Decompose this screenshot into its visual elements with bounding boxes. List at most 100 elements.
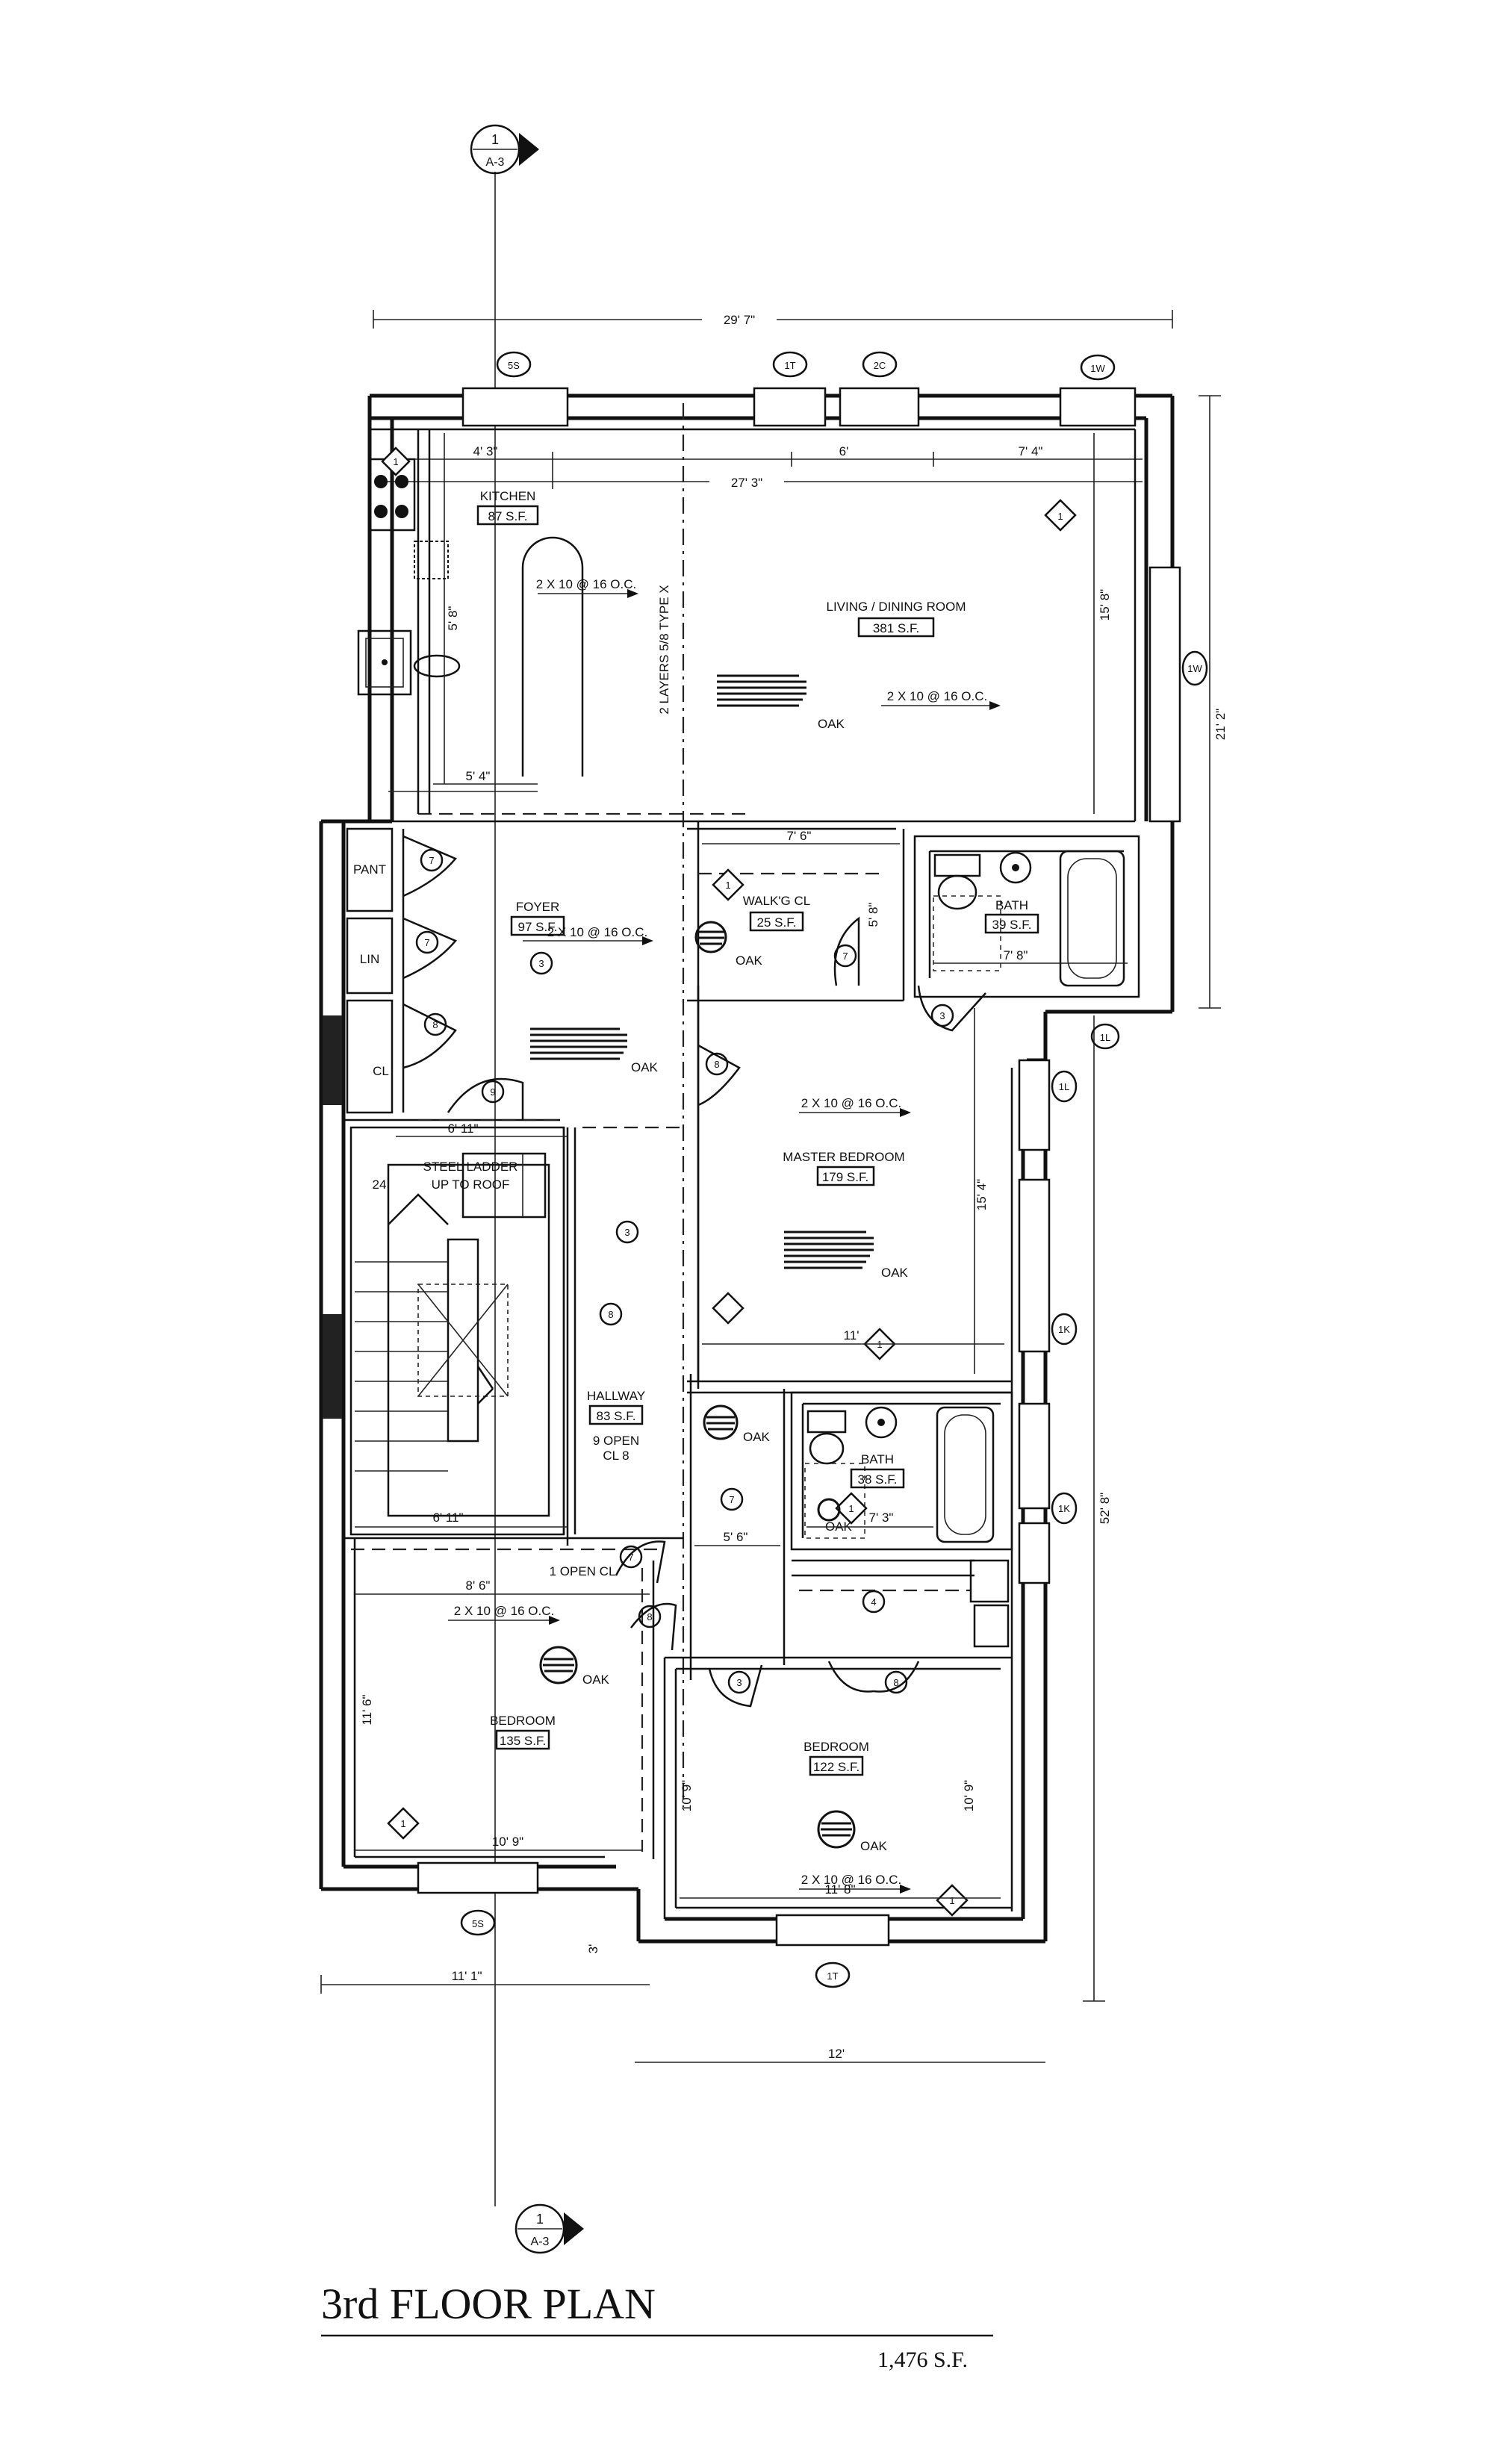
section-sheet-bottom: A-3 <box>531 2236 550 2248</box>
joist-note-bedroom2: 2 X 10 @ 16 O.C. <box>799 1873 911 1894</box>
svg-text:7' 3": 7' 3" <box>869 1511 894 1525</box>
svg-text:FOYER: FOYER <box>516 900 560 914</box>
room-label-kitchen[interactable]: KITCHEN 87 S.F. <box>476 489 539 526</box>
room-label-master-bedroom[interactable]: MASTER BEDROOM 179 S.F. OAK <box>783 1150 908 1280</box>
svg-text:1 OPEN CL: 1 OPEN CL <box>550 1564 616 1578</box>
svg-text:5S: 5S <box>508 360 520 371</box>
svg-text:1: 1 <box>848 1503 854 1514</box>
door-tag[interactable]: 8 <box>884 1670 908 1694</box>
svg-text:7: 7 <box>424 937 429 948</box>
oak-circle-closet <box>694 921 727 953</box>
svg-text:1K: 1K <box>1058 1503 1070 1514</box>
dim-bottom-left: 11' 1" <box>451 1969 482 1983</box>
section-marker-bottom[interactable]: 1 A-3 <box>515 2203 584 2254</box>
window-tag[interactable]: 2C <box>862 351 898 378</box>
diamond-tag[interactable]: 1 <box>936 1884 969 1917</box>
door-tag[interactable]: 7 <box>619 1545 643 1569</box>
diamond-tag[interactable]: 1 <box>835 1492 868 1525</box>
door-tag[interactable]: 3 <box>529 951 553 975</box>
diamond-tag[interactable]: 1 <box>1044 499 1077 532</box>
window-tag[interactable]: 1K <box>1051 1492 1078 1525</box>
window-tag[interactable]: 1T <box>772 351 808 378</box>
small-closet-labels: PANT LIN CL 1 OPEN CL <box>353 862 615 1578</box>
doors <box>402 835 986 1708</box>
window-tag[interactable]: 1K <box>1051 1313 1078 1345</box>
joist-note-living: 2 X 10 @ 16 O.C. <box>881 689 1001 710</box>
dim-right-upper: 21' 2" <box>1213 709 1228 740</box>
svg-text:1: 1 <box>725 880 730 891</box>
room-label-bedroom2[interactable]: BEDROOM 122 S.F. OAK <box>803 1740 887 1853</box>
room-label-foyer[interactable]: FOYER 97 S.F. OAK <box>510 900 659 1074</box>
svg-text:381 S.F.: 381 S.F. <box>873 621 919 635</box>
svg-text:11': 11' <box>844 1328 859 1343</box>
svg-text:10' 9": 10' 9" <box>492 1835 523 1849</box>
dim-bottom-offset: 3' <box>586 1944 600 1954</box>
plan-title: 3rd FLOOR PLAN <box>321 2280 656 2328</box>
svg-text:3: 3 <box>939 1010 945 1021</box>
svg-text:179 S.F.: 179 S.F. <box>822 1170 868 1184</box>
svg-text:25 S.F.: 25 S.F. <box>757 915 797 930</box>
dim-right-lower: 52' 8" <box>1098 1493 1112 1524</box>
door-tag[interactable]: 3 <box>930 1004 954 1027</box>
window-tag[interactable]: 1T <box>815 1961 851 1988</box>
section-number-top: 1 <box>491 132 499 147</box>
svg-text:2C: 2C <box>874 360 886 371</box>
door-tag[interactable]: 3 <box>615 1220 639 1244</box>
svg-text:5' 8": 5' 8" <box>866 903 880 927</box>
door-tag[interactable]: 8 <box>705 1052 729 1076</box>
section-number-bottom: 1 <box>536 2212 544 2227</box>
door-tag[interactable]: 8 <box>599 1302 623 1326</box>
plan-area: 1,476 S.F. <box>877 2348 968 2372</box>
svg-text:97 S.F.: 97 S.F. <box>518 920 558 934</box>
window-tag[interactable]: 1L <box>1090 1023 1120 1050</box>
window-tag[interactable]: 1W <box>1080 354 1116 381</box>
svg-text:9: 9 <box>490 1086 495 1098</box>
door-tag[interactable]: 7 <box>420 848 444 872</box>
door-tag[interactable]: 8 <box>423 1012 447 1036</box>
svg-text:10' 9": 10' 9" <box>962 1780 976 1811</box>
room-label-walkin-closet[interactable]: WALK'G CL 25 S.F. OAK <box>736 894 810 968</box>
svg-text:5' 8": 5' 8" <box>446 606 460 631</box>
svg-text:OAK: OAK <box>631 1060 659 1074</box>
joist-notes: 2 X 10 @ 16 O.C. 2 X 10 @ 16 O.C. 2 X 10… <box>448 577 1001 1894</box>
section-marker-top[interactable]: 1 A-3 <box>470 124 539 175</box>
room-label-stair[interactable]: STEEL LADDER UP TO ROOF 24 <box>373 1160 518 1192</box>
door-tag[interactable]: 8 <box>638 1605 662 1628</box>
svg-text:1T: 1T <box>784 360 795 371</box>
diamond-tag[interactable]: 1 <box>712 868 744 901</box>
room-label-hallway[interactable]: HALLWAY 83 S.F. 9 OPEN CL 8 OAK <box>587 1389 771 1463</box>
svg-text:7: 7 <box>729 1494 734 1505</box>
svg-text:OAK: OAK <box>743 1430 771 1444</box>
oak-hatch-master <box>784 1231 874 1269</box>
svg-text:BATH: BATH <box>861 1452 894 1466</box>
diamond-tag[interactable]: 1 <box>387 1807 420 1840</box>
windows <box>417 387 1181 1947</box>
room-label-bath1[interactable]: BATH 39 S.F. <box>984 898 1039 934</box>
elevation-marker[interactable] <box>712 1292 744 1325</box>
svg-text:7' 8": 7' 8" <box>1004 948 1028 962</box>
svg-text:6' 11": 6' 11" <box>447 1121 478 1136</box>
room-label-bedroom1[interactable]: BEDROOM 135 S.F. OAK <box>490 1673 610 1750</box>
joist-note-foyer: 2 X 10 @ 16 O.C. <box>523 925 653 945</box>
diamond-tag[interactable]: 1 <box>381 447 411 476</box>
window-tag[interactable]: 5S <box>496 351 532 378</box>
window-tag[interactable]: 1W <box>1181 650 1208 686</box>
window-tag[interactable]: 5S <box>460 1909 496 1936</box>
svg-text:8: 8 <box>893 1677 898 1688</box>
room-label-living[interactable]: LIVING / DINING ROOM 381 S.F. OAK <box>818 600 966 731</box>
dim-top-seg-3: 7' 4" <box>1019 444 1043 458</box>
oak-hatch-foyer <box>530 1027 627 1060</box>
door-tag[interactable]: 7 <box>720 1487 744 1511</box>
svg-text:MASTER BEDROOM: MASTER BEDROOM <box>783 1150 904 1164</box>
window-tag[interactable]: 1L <box>1051 1070 1078 1103</box>
svg-text:OAK: OAK <box>736 953 763 968</box>
door-tag[interactable]: 7 <box>833 944 857 968</box>
svg-text:WALK'G CL: WALK'G CL <box>743 894 810 908</box>
door-tag[interactable]: 9 <box>481 1080 505 1104</box>
door-tag[interactable]: 4 <box>862 1590 886 1614</box>
door-tag[interactable]: 7 <box>415 930 439 954</box>
svg-text:OAK: OAK <box>818 717 845 731</box>
door-tag[interactable]: 3 <box>727 1670 751 1694</box>
svg-text:8: 8 <box>647 1611 652 1623</box>
oak-circle-bedroom1 <box>539 1646 578 1684</box>
